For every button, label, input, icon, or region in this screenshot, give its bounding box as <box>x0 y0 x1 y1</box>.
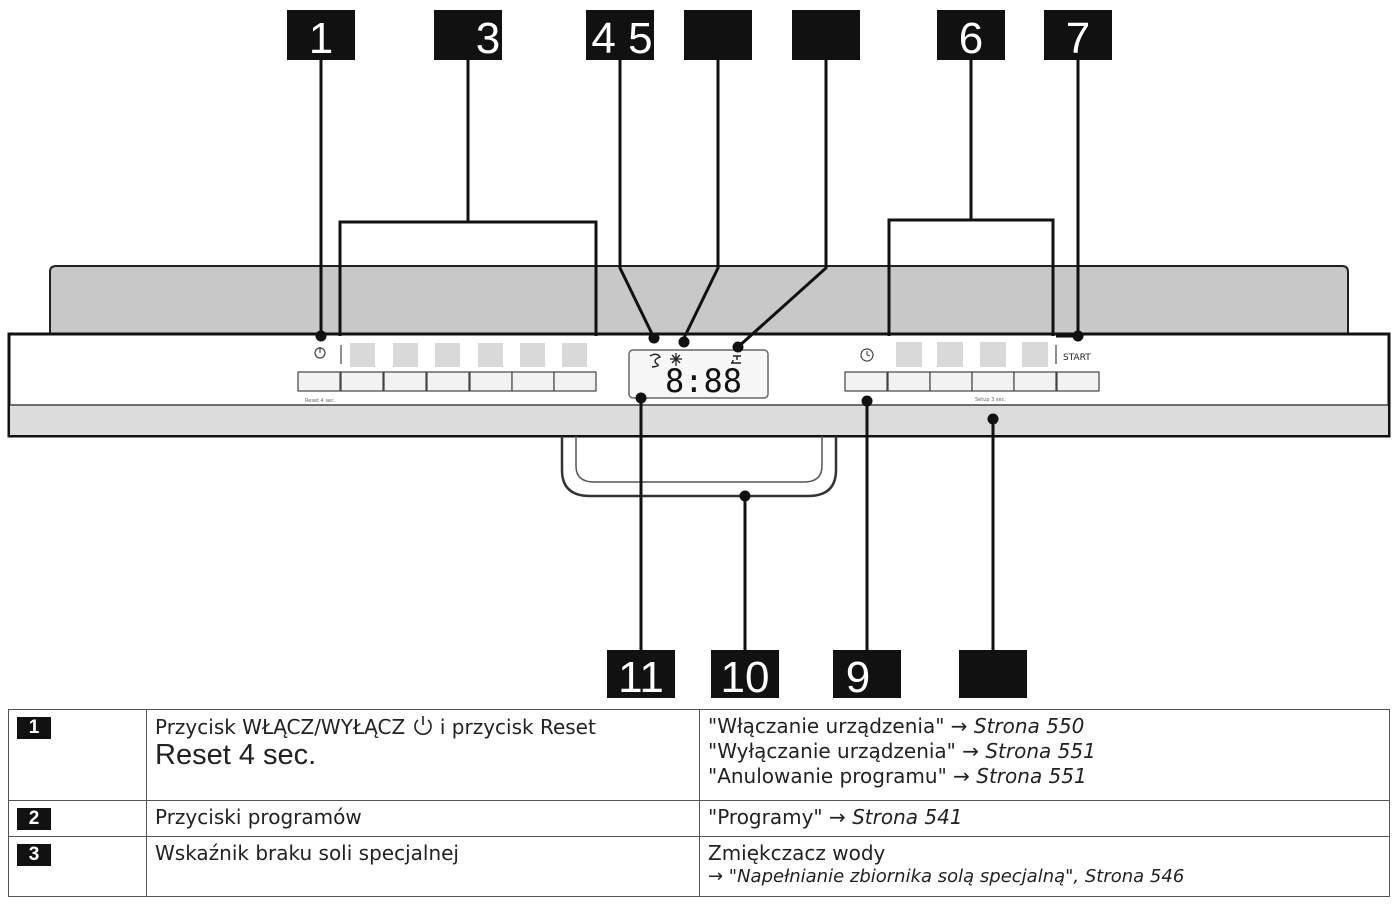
callout-label-7: 7 <box>1044 10 1112 63</box>
control-panel-diagram: Reset 4 sec. 8:88 h START Setup 3 sec. <box>7 10 1391 702</box>
legend-ref-cell: "Programy" → Strona 541 <box>699 800 1390 837</box>
legend-badge-cell: 2 <box>8 800 147 837</box>
right-small-label: Setup 3 sec. <box>975 397 1006 403</box>
svg-text:3: 3 <box>476 14 500 63</box>
ref-page-link[interactable]: Strona 541 <box>852 805 963 829</box>
legend-badge-cell: 1 <box>8 709 147 801</box>
legend-reset-label: Reset 4 sec. <box>155 739 317 771</box>
legend-badge: 1 <box>17 717 51 739</box>
panel-lid <box>49 265 1349 335</box>
program-indicators <box>350 343 587 367</box>
ref-quote: "Programy" → <box>708 805 846 829</box>
option-indicators <box>896 342 1048 367</box>
legend-row: 3 Wskaźnik braku soli specjalnej Zmiękcz… <box>8 836 1390 897</box>
callout-label-blank-a <box>684 10 752 60</box>
ref-page-link[interactable]: Strona 551 <box>985 739 1096 763</box>
svg-text:6: 6 <box>959 14 983 63</box>
legend-desc: i przycisk Reset <box>439 715 596 739</box>
legend-badge-cell: 3 <box>8 836 147 897</box>
ref-page-link[interactable]: Strona 551 <box>976 764 1087 788</box>
svg-text:4 5: 4 5 <box>591 14 652 63</box>
legend-row: 1 Przycisk WŁĄCZ/WYŁĄCZ i przycisk Reset… <box>8 709 1390 801</box>
leader-dots <box>315 330 1084 502</box>
ref-quote: "Wyłączanie urządzenia" → <box>708 739 979 763</box>
svg-text:11: 11 <box>618 653 664 702</box>
ref-page-link[interactable]: Strona 550 <box>973 714 1085 738</box>
legend-desc-cell: Wskaźnik braku soli specjalnej <box>146 836 700 897</box>
ref-title: Zmiękczacz wody <box>708 841 886 865</box>
salt-icon <box>649 353 662 368</box>
svg-text:1: 1 <box>309 14 333 63</box>
callout-label-10: 10 <box>711 650 779 702</box>
legend-ref-cell: "Włączanie urządzenia" → Strona 550 "Wył… <box>699 709 1390 801</box>
right-button-row[interactable] <box>844 371 1100 392</box>
rinse-aid-icon <box>670 353 682 366</box>
door-handle <box>560 436 838 498</box>
callout-label-3: 3 <box>434 10 502 63</box>
svg-text:7: 7 <box>1066 14 1090 63</box>
legend-table: 1 Przycisk WŁĄCZ/WYŁĄCZ i przycisk Reset… <box>8 709 1390 897</box>
lcd-time-readout: 8:88 <box>665 362 742 400</box>
svg-text:9: 9 <box>846 653 870 702</box>
legend-badge: 3 <box>17 844 51 866</box>
left-small-label: Reset 4 sec. <box>305 398 336 404</box>
ref-quote: "Włączanie urządzenia" → <box>708 714 968 738</box>
ref-quote: "Anulowanie programu" → <box>708 764 970 788</box>
callout-label-6: 6 <box>937 10 1005 63</box>
callout-label-4-5: 4 5 <box>586 10 654 63</box>
legend-desc-cell: Przycisk WŁĄCZ/WYŁĄCZ i przycisk Reset R… <box>146 709 700 801</box>
lcd-unit: h <box>731 389 734 395</box>
callout-label-11: 11 <box>607 650 675 702</box>
left-button-row[interactable] <box>297 371 597 392</box>
legend-ref-cell: Zmiękczacz wody → "Napełnianie zbiornika… <box>699 836 1390 897</box>
legend-row: 2 Przyciski programów "Programy" → Stron… <box>8 800 1390 837</box>
power-icon <box>413 716 432 735</box>
callout-label-blank-c <box>959 650 1027 698</box>
legend-badge: 2 <box>17 808 51 830</box>
legend-desc-cell: Przyciski programów <box>146 800 700 837</box>
callout-label-blank-b <box>792 10 860 60</box>
delay-timer-icon <box>860 348 874 362</box>
callout-label-9: 9 <box>833 650 901 702</box>
ref-page-link[interactable]: → "Napełnianie zbiornika solą specjalną"… <box>708 866 1185 887</box>
legend-desc: Przyciski programów <box>155 805 362 829</box>
legend-desc: Wskaźnik braku soli specjalnej <box>155 841 459 865</box>
panel-lower-strip <box>10 405 1388 435</box>
start-label: START <box>1063 353 1091 363</box>
legend-desc: Przycisk WŁĄCZ/WYŁĄCZ <box>155 715 406 739</box>
tap-icon <box>730 355 741 364</box>
callout-label-1: 1 <box>287 10 355 63</box>
svg-text:10: 10 <box>721 653 770 702</box>
leader-lines <box>319 60 1080 650</box>
power-icon <box>314 347 326 359</box>
